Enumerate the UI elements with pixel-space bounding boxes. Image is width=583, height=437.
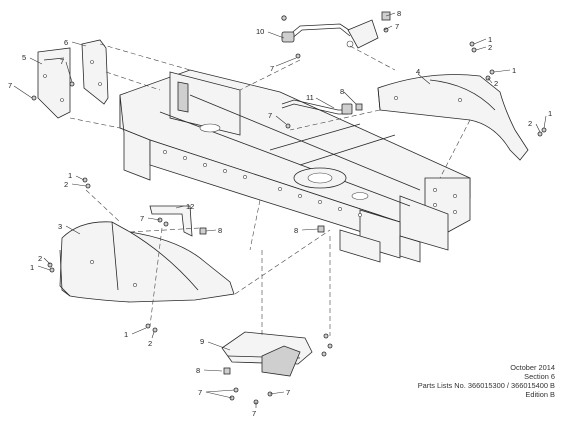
callout-7: 7 — [252, 409, 256, 418]
part-6-side-panel — [81, 39, 109, 105]
part-4-right-fender — [377, 74, 529, 161]
callout-2: 2 — [528, 119, 532, 128]
callout-8: 8 — [340, 87, 344, 96]
footer-section: Section 6 — [524, 372, 555, 381]
main-frame — [119, 69, 471, 263]
callout-7: 7 — [395, 22, 399, 31]
footer-parts-lists: Parts Lists No. 366015300 / 366015400 B — [417, 381, 555, 390]
part-9-lower-bracket — [221, 331, 313, 377]
callout-5: 5 — [22, 53, 26, 62]
document-footer: October 2014 Section 6 Parts Lists No. 3… — [418, 363, 555, 399]
leader-lines — [13, 12, 547, 408]
callout-9: 9 — [200, 337, 204, 346]
callout-7: 7 — [8, 81, 12, 90]
callout-7: 7 — [268, 111, 272, 120]
callout-labels: 10 8 7 7 1 2 1 2 4 1 2 11 8 7 5 6 7 7 1 … — [8, 9, 552, 418]
callout-1: 1 — [68, 171, 72, 180]
callout-12: 12 — [186, 202, 194, 211]
callout-1: 1 — [548, 109, 552, 118]
callout-1: 1 — [30, 263, 34, 272]
callout-1: 1 — [512, 66, 516, 75]
callout-2: 2 — [38, 254, 42, 263]
callout-7: 7 — [270, 64, 274, 73]
callout-8: 8 — [294, 226, 298, 235]
callout-7: 7 — [286, 388, 290, 397]
callout-1: 1 — [124, 330, 128, 339]
callout-11: 11 — [306, 93, 314, 102]
part-11-rod — [281, 99, 353, 115]
callout-2: 2 — [64, 180, 68, 189]
footer-date: October 2014 — [510, 363, 555, 372]
footer-edition: Edition B — [525, 390, 555, 399]
callout-2: 2 — [494, 79, 498, 88]
alignment-lines — [69, 43, 471, 336]
callout-4: 4 — [416, 67, 420, 76]
part-3-left-fender — [59, 221, 235, 303]
callout-7: 7 — [198, 388, 202, 397]
callout-7: 7 — [140, 214, 144, 223]
callout-3: 3 — [58, 222, 62, 231]
callout-8: 8 — [196, 366, 200, 375]
callout-2: 2 — [148, 339, 152, 348]
part-10-linkage — [281, 19, 379, 49]
callout-1: 1 — [488, 35, 492, 44]
part-5-side-panel — [37, 47, 71, 119]
callout-8: 8 — [397, 9, 401, 18]
callout-10: 10 — [256, 27, 264, 36]
callout-8: 8 — [218, 226, 222, 235]
callout-2: 2 — [488, 43, 492, 52]
part-12-bracket — [149, 205, 193, 237]
callout-7: 7 — [60, 57, 64, 66]
callout-6: 6 — [64, 38, 68, 47]
